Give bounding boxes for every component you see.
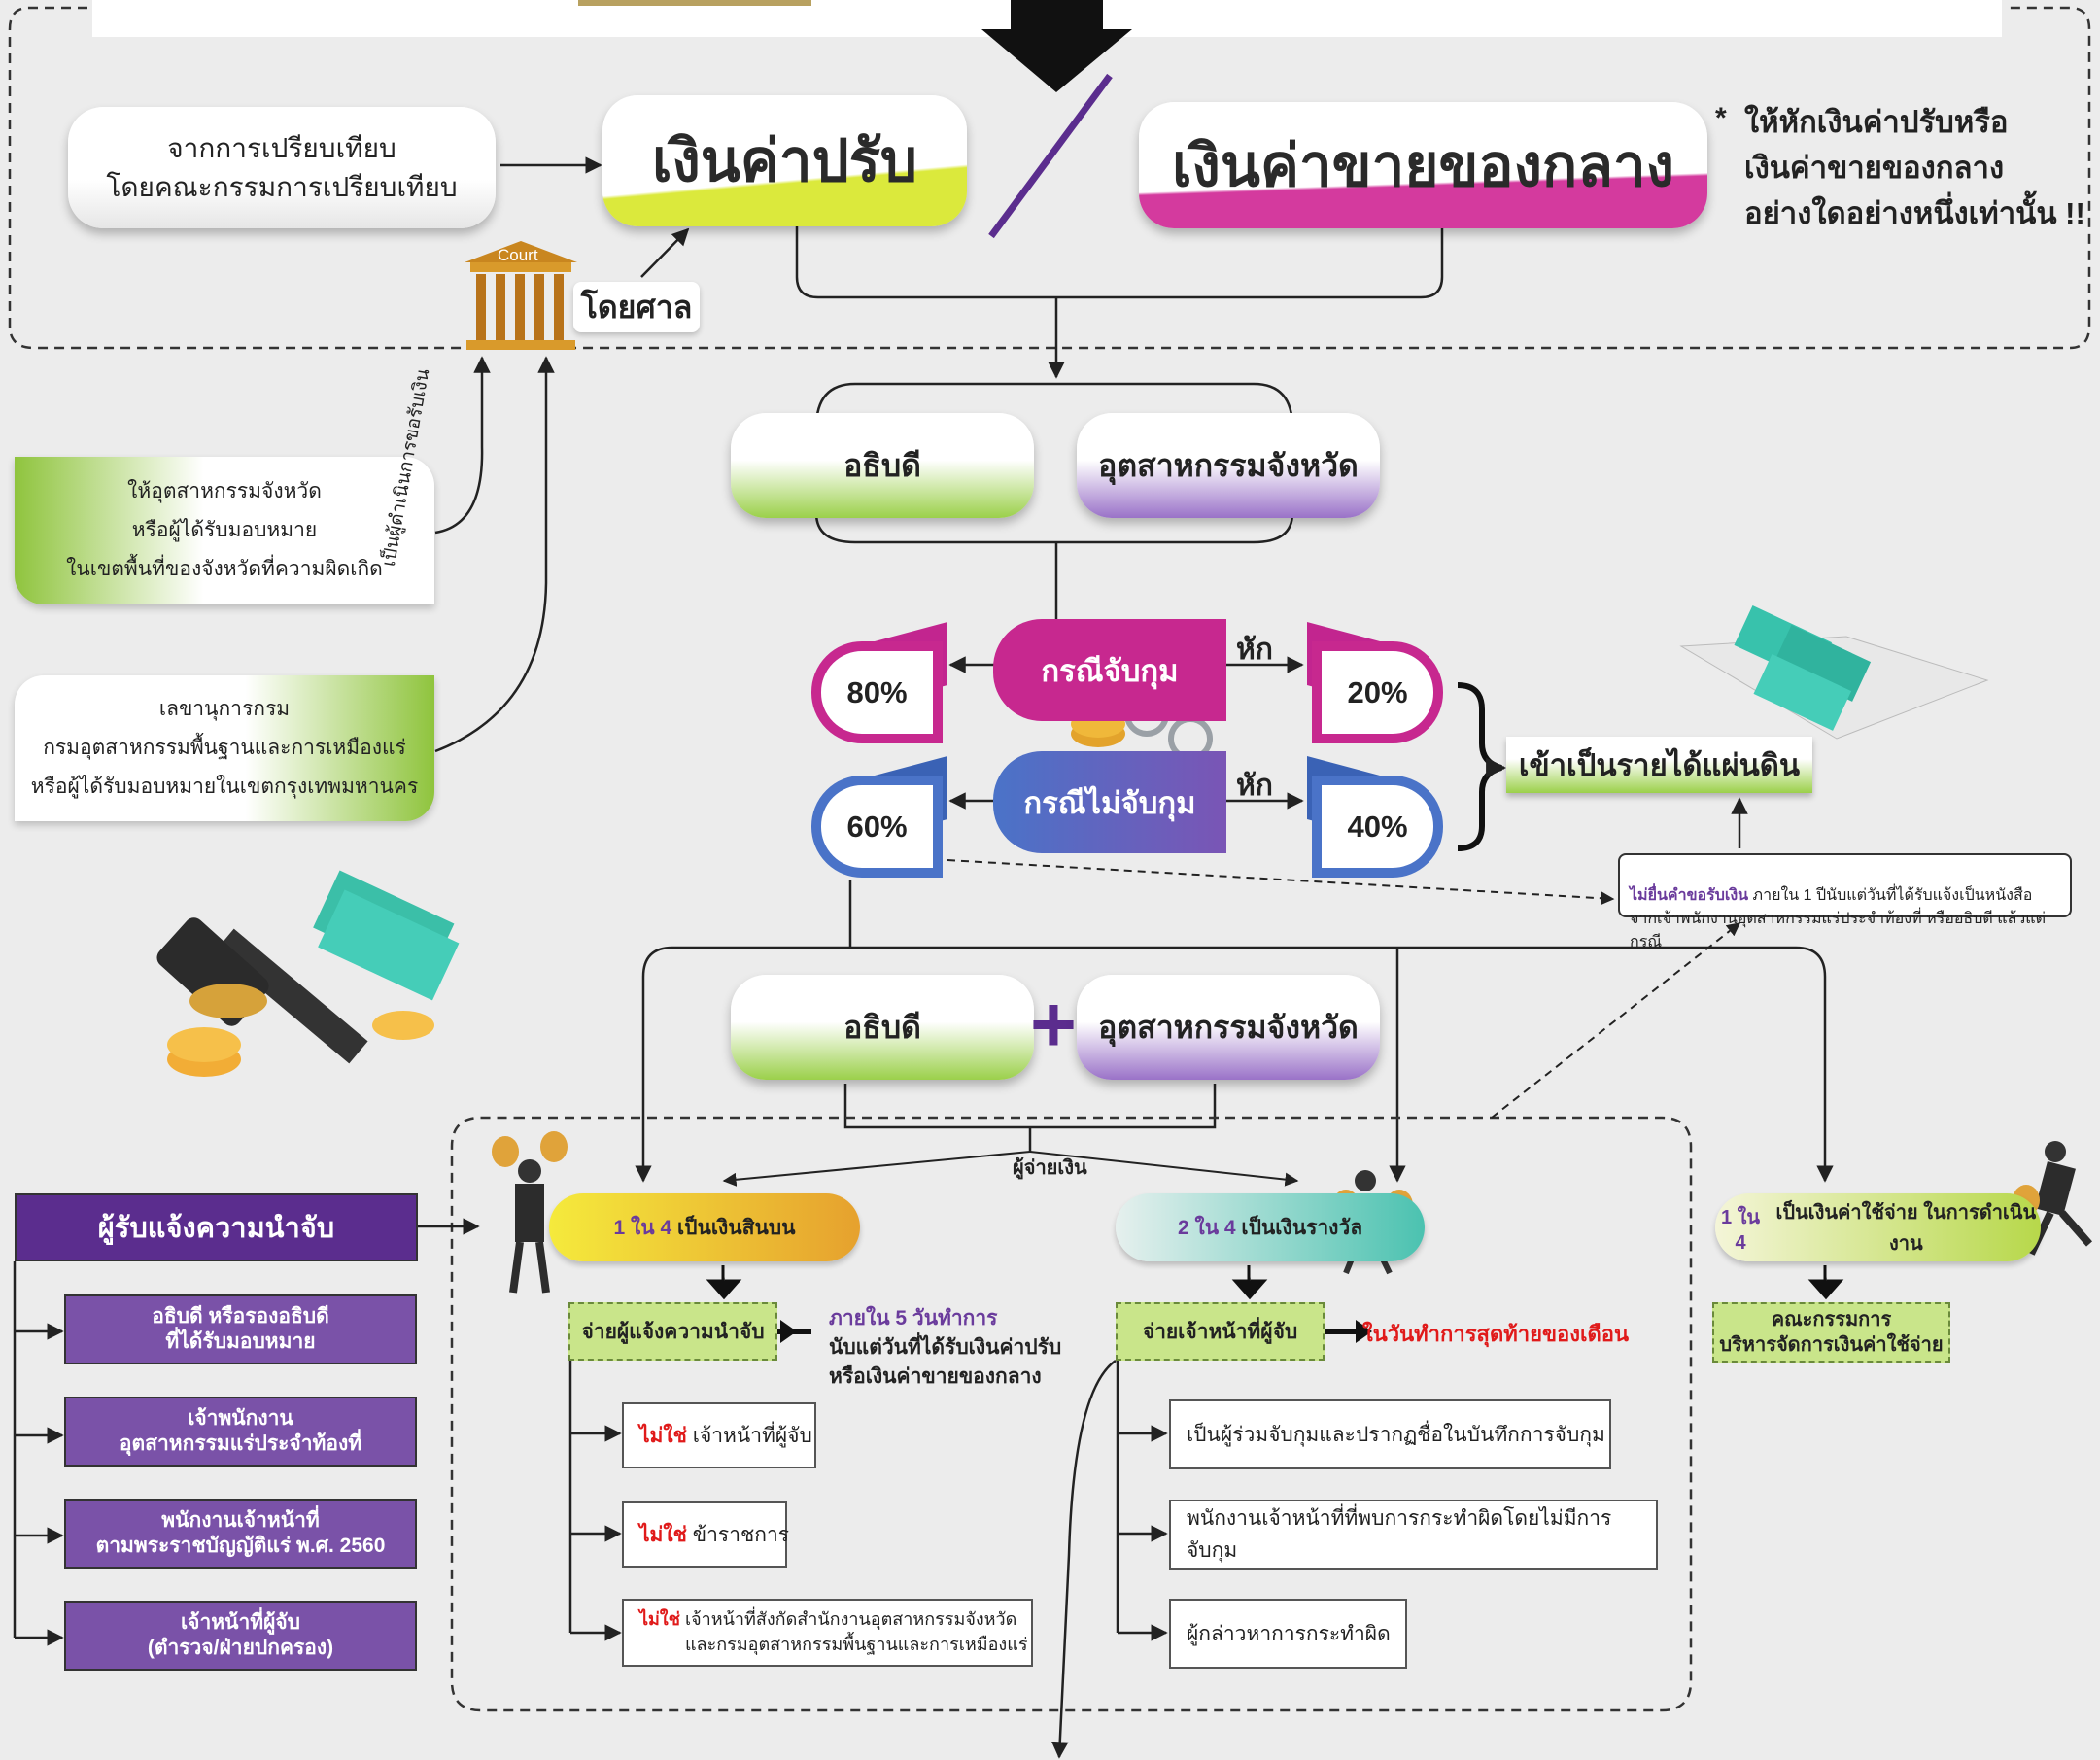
not-label: ไม่ใช่ (639, 1424, 687, 1447)
unclaimed-note: ไม่ยื่นคำขอรับเงิน ภายใน 1 ปีนับแต่วันที… (1618, 853, 2072, 950)
exclusion-arresting-officer: ไม่ใช่ เจ้าหน้าที่ผู้จับ (622, 1402, 816, 1468)
payer-label: ผู้จ่ายเงิน (1013, 1157, 1087, 1179)
not-label: ไม่ใช่ (639, 1609, 680, 1629)
bribe-share-box: 1 ใน 4 เป็นเงินสินบน (549, 1193, 860, 1261)
pay-arresting-officer-box: จ่ายเจ้าหน้าที่ผู้จับ (1116, 1302, 1325, 1361)
money-envelope-icon (1679, 605, 1989, 740)
plus-sign: + (1030, 981, 1077, 1069)
exclusion-industry-staff: ไม่ใช่ เจ้าหน้าที่สังกัดสำนักงานอุตสาหกร… (622, 1599, 1033, 1667)
expense-share: 1 ใน 4 (1720, 1206, 1761, 1254)
not-label: ไม่ใช่ (639, 1523, 687, 1546)
provincial-industry-box: อุตสาหกรรมจังหวัด (1077, 413, 1380, 518)
reward-share: 2 ใน 4 (1177, 1216, 1236, 1239)
deduct-label-arrest: หัก (1236, 634, 1273, 666)
reward-share-box: 2 ใน 4 เป็นเงินรางวัล (1116, 1193, 1425, 1261)
arrest-case-box: กรณีจับกุม (993, 619, 1226, 721)
informant-item-director: อธิบดี หรือรองอธิบดี ที่ได้รับมอบหมาย (64, 1294, 417, 1364)
deduct-label-no-arrest: หัก (1236, 770, 1273, 802)
source-comparison-box: จากการเปรียบเทียบ โดยคณะกรรมการเปรียบเที… (68, 107, 496, 228)
informant-receiver-header: ผู้รับแจ้งความนำจับ (15, 1193, 418, 1261)
reward-label: เป็นเงินรางวัล (1241, 1216, 1363, 1239)
informant-item-mining-officer: เจ้าพนักงาน อุตสาหกรรมแร่ประจำท้องที่ (64, 1397, 417, 1467)
percent-40-badge: 40% (1312, 776, 1443, 878)
bribe-share: 1 ใน 4 (613, 1216, 672, 1239)
state-revenue-box: เข้าเป็นรายได้แผ่นดิน (1506, 737, 1812, 793)
reward-deadline: ในวันทำการสุดท้ายของเดือน (1362, 1322, 1630, 1346)
expense-share-box: 1 ใน 4 เป็นเงินค่าใช้จ่าย ในการดำเนินงาน (1715, 1193, 2041, 1261)
director-general-box: อธิบดี (731, 413, 1034, 518)
bribe-deadline-highlight: ภายใน 5 วันทำการ (829, 1307, 998, 1329)
bribe-label: เป็นเงินสินบน (676, 1216, 796, 1239)
percent-80-badge: 80% (811, 641, 943, 743)
exclusion-text: เจ้าหน้าที่ผู้จับ (692, 1424, 812, 1447)
pay-informant-box: จ่ายผู้แจ้งความนำจับ (568, 1302, 777, 1361)
businessman-bribe-icon (492, 1131, 568, 1294)
reward-item-official-found: พนักงานเจ้าหน้าที่ที่พบการกระทำผิดโดยไม่… (1169, 1500, 1658, 1570)
director-general-box-2: อธิบดี (731, 975, 1034, 1080)
exclusion-text: ข้าราชการ (692, 1523, 790, 1546)
percent-60-badge: 60% (811, 776, 943, 878)
secretary-request-box: เลขานุการกรม กรมอุตสาหกรรมพื้นฐานและการเ… (15, 675, 434, 821)
informant-item-arresting-officer: เจ้าหน้าที่ผู้จับ (ตำรวจ/ฝ่ายปกครอง) (64, 1601, 417, 1671)
expense-label: เป็นเงินค่าใช้จ่าย ในการดำเนินงาน (1775, 1202, 2037, 1255)
down-arrow-icon (981, 0, 1132, 92)
exclusion-text: เจ้าหน้าที่สังกัดสำนักงานอุตสาหกรรมจังหว… (684, 1609, 1028, 1654)
provincial-industry-box-2: อุตสาหกรรมจังหวัด (1077, 975, 1380, 1080)
expense-committee-box: คณะกรรมการ บริหารจัดการเงินค่าใช้จ่าย (1712, 1302, 1950, 1363)
no-arrest-case-box: กรณีไม่จับกุม (993, 751, 1226, 853)
single-deduction-note: ให้หักเงินค่าปรับหรือ เงินค่าขายของกลาง … (1744, 105, 2085, 230)
note-star: * (1715, 102, 1727, 134)
provincial-request-box: ให้อุตสาหกรรมจังหวัด หรือผู้ได้รับมอบหมา… (15, 457, 434, 604)
court-label: โดยศาล (573, 282, 700, 332)
fine-box: เงินค่าปรับ (602, 95, 967, 226)
informant-item-competent-official: พนักงานเจ้าหน้าที่ ตามพระราชบัญญัติแร่ พ… (64, 1499, 417, 1569)
sale-box: เงินค่าขายของกลาง (1139, 102, 1707, 228)
reward-item-accuser: ผู้กล่าวหาการกระทำผิด (1169, 1599, 1407, 1669)
court-sign: Court (498, 246, 538, 264)
percent-20-badge: 20% (1312, 641, 1443, 743)
court-building-icon (465, 241, 577, 350)
bribe-deadline-text: นับแต่วันที่ได้รับเงินค่าปรับ หรือเงินค่… (829, 1336, 1062, 1388)
exclusion-civil-servant: ไม่ใช่ ข้าราชการ (622, 1501, 790, 1568)
gavel-money-icon (156, 870, 460, 1077)
reward-item-co-arrester: เป็นผู้ร่วมจับกุมและปรากฏชื่อในบันทึกการ… (1169, 1399, 1611, 1469)
unclaimed-text: ภายใน 1 ปีนับแต่วันที่ได้รับแจ้งเป็นหนัง… (1630, 887, 2046, 950)
unclaimed-highlight: ไม่ยื่นคำขอรับเงิน (1630, 887, 1749, 904)
